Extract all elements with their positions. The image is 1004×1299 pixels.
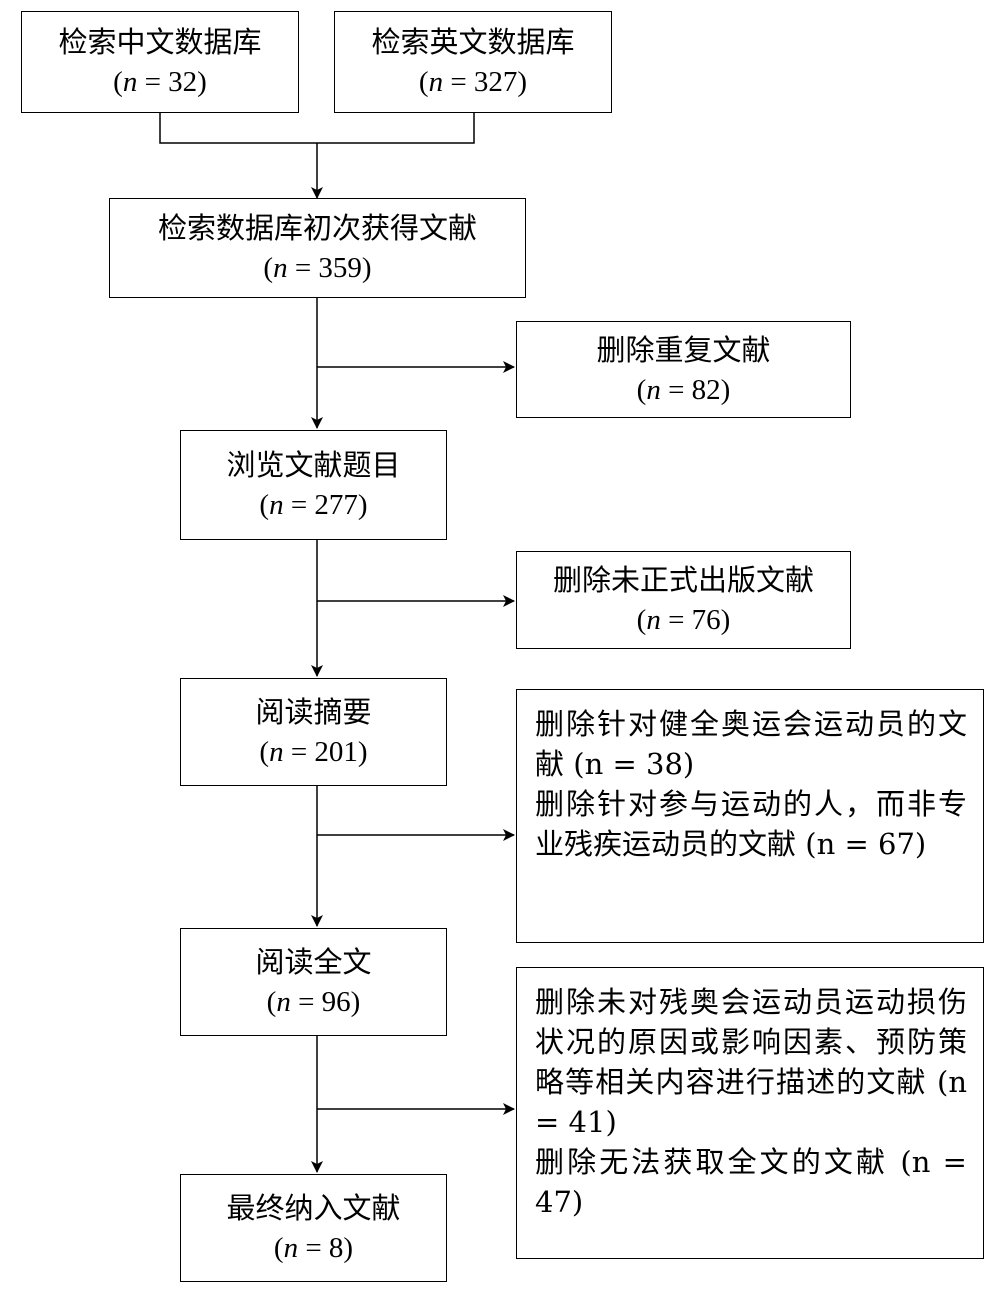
box-read-fulltext-title: 阅读全文 xyxy=(255,945,372,979)
box-read-abstract-count: (n = 201) xyxy=(259,736,368,768)
box-initial-results-title: 检索数据库初次获得文献 xyxy=(157,211,477,245)
box-initial-results: 检索数据库初次获得文献 (n = 359) xyxy=(109,198,526,298)
box-english-db-count: (n = 327) xyxy=(418,66,528,98)
box-remove-duplicates-title: 删除重复文献 xyxy=(596,332,771,367)
box-remove-unpublished: 删除未正式出版文献 (n = 76) xyxy=(516,551,851,649)
box-chinese-db-count: (n = 32) xyxy=(113,66,207,98)
exclusion-reason: 删除无法获取全文的文献 (n = 47) xyxy=(535,1145,967,1219)
box-remove-duplicates-count: (n = 82) xyxy=(636,373,731,406)
box-final-included: 最终纳入文献 (n = 8) xyxy=(180,1174,447,1282)
box-chinese-db: 检索中文数据库 (n = 32) xyxy=(21,11,299,113)
merge-connector xyxy=(159,113,475,144)
box-read-abstract-title: 阅读摘要 xyxy=(255,695,372,729)
box-read-fulltext: 阅读全文 (n = 96) xyxy=(180,928,447,1036)
box-remove-unpublished-title: 删除未正式出版文献 xyxy=(552,563,814,597)
box-final-included-title: 最终纳入文献 xyxy=(226,1191,401,1225)
box-read-abstract: 阅读摘要 (n = 201) xyxy=(180,678,447,786)
box-browse-titles-count: (n = 277) xyxy=(259,489,368,521)
box-chinese-db-title: 检索中文数据库 xyxy=(58,25,262,59)
box-english-db: 检索英文数据库 (n = 327) xyxy=(334,11,612,113)
box-remove-duplicates: 删除重复文献 (n = 82) xyxy=(516,321,851,418)
box-initial-results-count: (n = 359) xyxy=(263,252,372,284)
box-final-included-count: (n = 8) xyxy=(273,1232,354,1264)
box-english-db-title: 检索英文数据库 xyxy=(371,25,575,59)
box-read-fulltext-count: (n = 96) xyxy=(266,986,361,1018)
box-remove-unpublished-count: (n = 76) xyxy=(636,604,731,636)
exclusion-reason: 删除未对残奥会运动员运动损伤状况的原因或影响因素、预防策略等相关内容进行描述的文… xyxy=(535,985,967,1139)
box-browse-titles-title: 浏览文献题目 xyxy=(226,448,401,482)
box-fulltext-exclusions: 删除未对残奥会运动员运动损伤状况的原因或影响因素、预防策略等相关内容进行描述的文… xyxy=(516,967,984,1259)
exclusion-reason: 删除针对健全奥运会运动员的文献 (n = 38) xyxy=(535,707,967,781)
box-abstract-exclusions: 删除针对健全奥运会运动员的文献 (n = 38) 删除针对参与运动的人，而非专业… xyxy=(516,689,984,943)
exclusion-reason: 删除针对参与运动的人，而非专业残疾运动员的文献 (n = 67) xyxy=(535,787,967,861)
box-browse-titles: 浏览文献题目 (n = 277) xyxy=(180,430,447,540)
